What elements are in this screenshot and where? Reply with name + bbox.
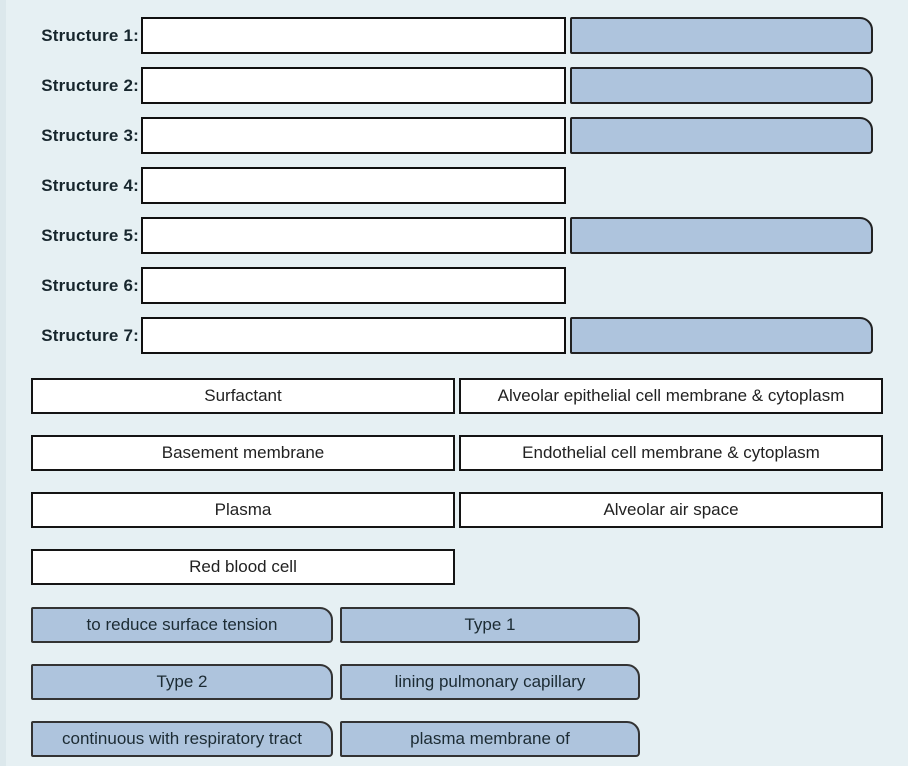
structure-7-input[interactable] [141, 317, 566, 354]
word-bank-item-red-blood-cell[interactable]: Red blood cell [31, 549, 455, 585]
word-bank-item-plasma[interactable]: Plasma [31, 492, 455, 528]
structure-6-label: Structure 6: [41, 275, 139, 295]
structure-row: Structure 5: [0, 217, 908, 254]
structure-7-label: Structure 7: [41, 325, 139, 345]
word-bank-item-continuous-respiratory-tract[interactable]: continuous with respiratory tract [31, 721, 333, 757]
structure-5-drop-zone[interactable] [570, 217, 873, 254]
structure-2-drop-zone[interactable] [570, 67, 873, 104]
structure-answer-section: Structure 1: Structure 2: Structure 3: S… [0, 17, 908, 367]
structure-4-input[interactable] [141, 167, 566, 204]
descriptor-word-bank: to reduce surface tension Type 1 Type 2 … [31, 607, 640, 772]
structure-3-input[interactable] [141, 117, 566, 154]
structure-3-drop-zone[interactable] [570, 117, 873, 154]
structure-row: Structure 3: [0, 117, 908, 154]
left-edge-strip [0, 0, 6, 766]
word-bank-item-endothelial[interactable]: Endothelial cell membrane & cytoplasm [459, 435, 883, 471]
structure-4-label: Structure 4: [41, 175, 139, 195]
structure-1-drop-zone[interactable] [570, 17, 873, 54]
word-bank-item-lining-pulmonary-capillary[interactable]: lining pulmonary capillary [340, 664, 640, 700]
structure-1-label: Structure 1: [41, 25, 139, 45]
word-bank-row: Red blood cell [31, 549, 883, 585]
word-bank-item-reduce-surface-tension[interactable]: to reduce surface tension [31, 607, 333, 643]
structure-6-input[interactable] [141, 267, 566, 304]
structure-row: Structure 4: [0, 167, 908, 204]
word-bank-item-alveolar-epithelial[interactable]: Alveolar epithelial cell membrane & cyto… [459, 378, 883, 414]
word-bank-row: to reduce surface tension Type 1 [31, 607, 640, 643]
structure-5-label: Structure 5: [41, 225, 139, 245]
bottom-edge-strip [0, 766, 908, 772]
structure-2-input[interactable] [141, 67, 566, 104]
structure-row: Structure 2: [0, 67, 908, 104]
word-bank-item-alveolar-air-space[interactable]: Alveolar air space [459, 492, 883, 528]
structure-2-label: Structure 2: [41, 75, 139, 95]
structure-1-input[interactable] [141, 17, 566, 54]
structure-3-label: Structure 3: [41, 125, 139, 145]
word-bank-row: continuous with respiratory tract plasma… [31, 721, 640, 757]
structure-7-drop-zone[interactable] [570, 317, 873, 354]
word-bank-item-type-2[interactable]: Type 2 [31, 664, 333, 700]
word-bank-row: Surfactant Alveolar epithelial cell memb… [31, 378, 883, 414]
word-bank-row: Basement membrane Endothelial cell membr… [31, 435, 883, 471]
word-bank-row: Plasma Alveolar air space [31, 492, 883, 528]
word-bank-item-type-1[interactable]: Type 1 [340, 607, 640, 643]
structure-5-input[interactable] [141, 217, 566, 254]
structure-row: Structure 1: [0, 17, 908, 54]
word-bank-row: Type 2 lining pulmonary capillary [31, 664, 640, 700]
word-bank-item-basement-membrane[interactable]: Basement membrane [31, 435, 455, 471]
word-bank-item-plasma-membrane-of[interactable]: plasma membrane of [340, 721, 640, 757]
structure-word-bank: Surfactant Alveolar epithelial cell memb… [31, 378, 883, 606]
structure-row: Structure 7: [0, 317, 908, 354]
word-bank-item-surfactant[interactable]: Surfactant [31, 378, 455, 414]
structure-row: Structure 6: [0, 267, 908, 304]
